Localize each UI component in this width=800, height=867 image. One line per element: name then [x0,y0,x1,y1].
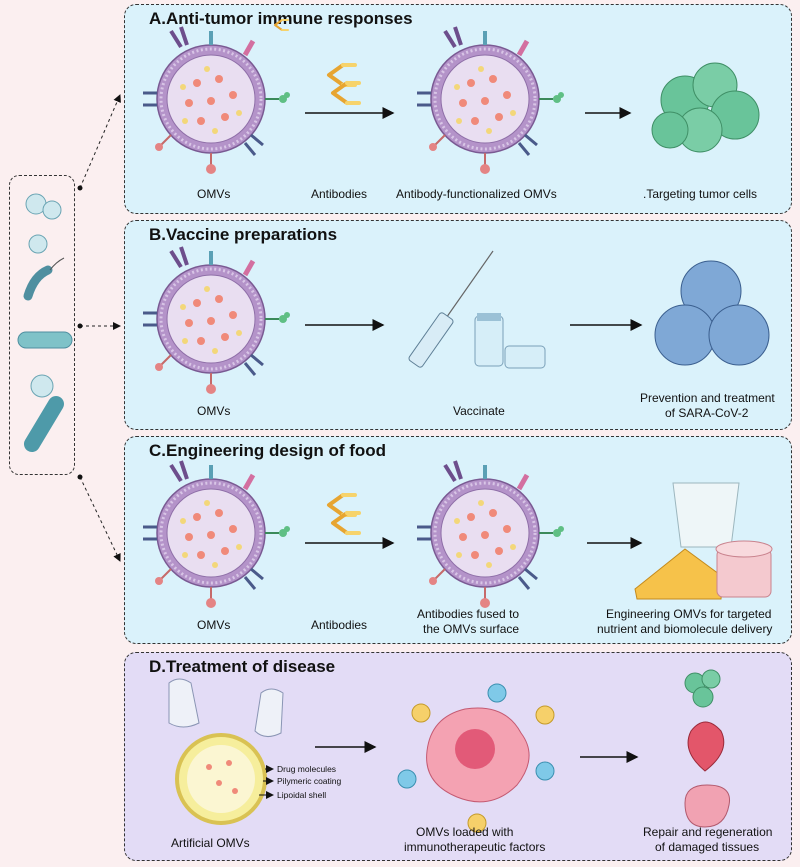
panel-b-omvs-label: OMVs [197,404,231,418]
panel-b: B.Vaccine preparations OMVs Vaccinate Pr… [124,220,792,430]
tumor-cells-icon [651,62,760,153]
connector-arrows [77,94,121,562]
panel-a-figure [125,19,760,215]
bacteria-source-box [9,175,75,475]
panel-c-fused-label-2: the OMVs surface [423,622,520,636]
immune-cell-icon [397,683,555,833]
gloves-icon [168,678,284,737]
panel-a-antibodies-label: Antibodies [311,187,368,201]
panel-d-loaded-label-1: OMVs loaded with [416,825,514,839]
panel-a-functionalized-label: Antibody-functionalized OMVs [396,187,557,201]
panel-d-loaded-label-2: immunotherapeutic factors [404,840,546,854]
panel-c-title: C.Engineering design of food [149,441,387,460]
tissue-organs-icon [684,669,731,828]
panel-d-figure [168,669,731,833]
panel-b-prevention-label-1: Prevention and treatment [640,391,775,405]
panel-d: D.Treatment of disease [124,652,792,861]
syringe-vial-icon [408,250,546,369]
panel-c-omvs-label: OMVs [197,618,231,632]
food-icons [634,482,773,600]
panel-a-title: A.Anti-tumor immune responses [149,9,413,28]
panel-c-engineering-label-2: nutrient and biomolecule delivery [597,622,773,636]
panel-d-repair-label-1: Repair and regeneration [643,825,773,839]
panel-d-drug-label: Drug molecules [277,764,337,774]
panel-a: A.Anti-tumor immune responses OMVs Antib… [124,4,792,214]
bacteria-icons [17,193,73,452]
panel-c-figure [125,437,773,645]
panel-d-artificial-label: Artificial OMVs [171,836,250,850]
panel-a-omvs-label: OMVs [197,187,231,201]
panel-b-prevention-label-2: of SARA-CoV-2 [665,406,749,420]
panel-b-title: B.Vaccine preparations [149,225,338,244]
panel-d-shell-label: Lipoidal shell [277,790,327,800]
panel-c: C.Engineering design of food OMVs Antibo… [124,436,792,644]
panel-d-repair-label-2: of damaged tissues [655,840,760,854]
panel-d-title: D.Treatment of disease [149,657,336,676]
panel-c-engineering-label-1: Engineering OMVs for targeted [606,607,772,621]
panel-b-figure [125,221,770,431]
virus-particles-icon [654,260,770,366]
panel-c-antibodies-label: Antibodies [311,618,368,632]
artificial-omv-icon [175,733,267,825]
panel-a-targeting-label: .Targeting tumor cells [643,187,758,201]
panel-b-vaccinate-label: Vaccinate [453,404,505,418]
panel-d-coating-label: Pilymeric coating [277,776,342,786]
panel-c-fused-label-1: Antibodies fused to [417,607,520,621]
